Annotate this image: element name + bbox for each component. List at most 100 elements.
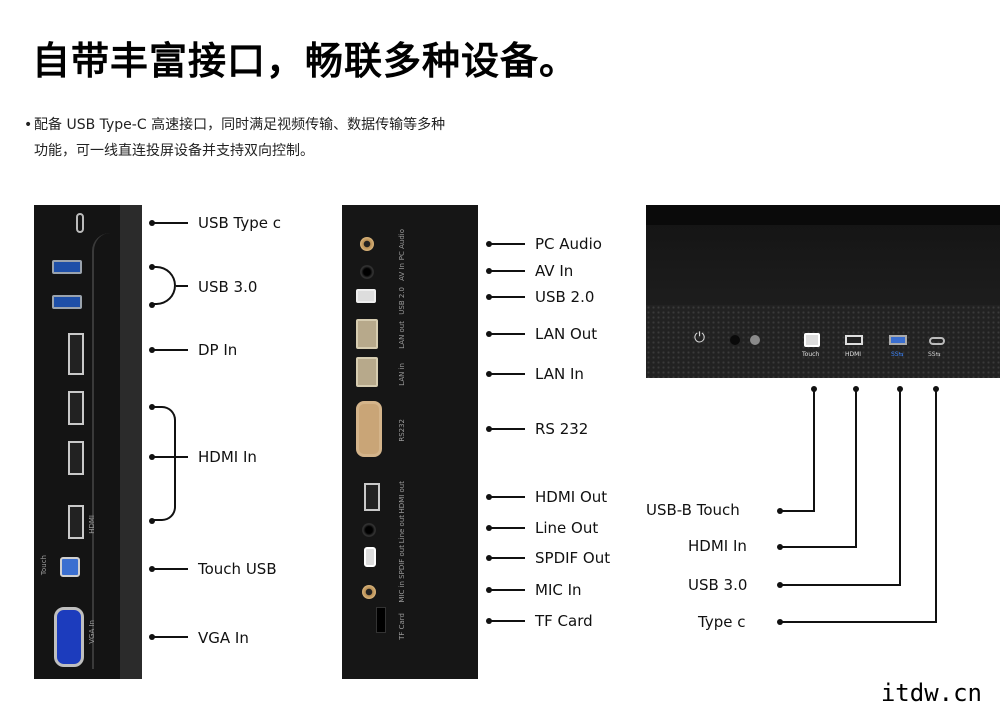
callout-line-out: Line Out bbox=[535, 519, 599, 537]
hdmi-port-3 bbox=[68, 505, 84, 539]
callout-hdmi-in: HDMI In bbox=[198, 448, 257, 466]
callout-rs-232: RS 232 bbox=[535, 420, 589, 438]
power-icon: ⏻ bbox=[694, 330, 706, 346]
callout-line bbox=[152, 222, 188, 224]
callout-spdif-out: SPDIF Out bbox=[535, 549, 611, 567]
panel-label-usb-2-0: USB 2.0 bbox=[398, 287, 406, 315]
panel-top-band bbox=[646, 205, 1000, 225]
callout-usb-type-c: USB Type c bbox=[198, 214, 282, 232]
usb-type-c-port bbox=[929, 337, 945, 345]
hdmi-port-1 bbox=[68, 391, 84, 425]
panel-label-vga: VGA In bbox=[88, 620, 96, 644]
bullet-dot-icon: • bbox=[24, 117, 33, 133]
left-io-panel: HDMI Touch VGA In bbox=[34, 205, 142, 679]
panel-label-hdmi-out: HDMI out bbox=[398, 481, 406, 514]
pc-audio-port bbox=[360, 237, 374, 251]
callout-line bbox=[780, 621, 937, 623]
vga-port bbox=[54, 607, 84, 667]
callout-hdmi-in-front: HDMI In bbox=[688, 537, 747, 555]
callout-line bbox=[899, 389, 901, 585]
callout-type-c-front: Type c bbox=[698, 613, 746, 631]
callout-usb-2-0: USB 2.0 bbox=[535, 288, 595, 306]
callout-line bbox=[489, 557, 525, 559]
superspeed-usb-icon: SS⇆ bbox=[891, 351, 904, 358]
tf-card-slot bbox=[376, 607, 386, 633]
mic-in-port bbox=[362, 585, 376, 599]
callout-tf-card: TF Card bbox=[535, 612, 593, 630]
callout-line bbox=[489, 373, 525, 375]
panel-bracket-edge bbox=[92, 233, 132, 669]
panel-label-lan-out: LAN out bbox=[398, 321, 406, 349]
port-label-hdmi: HDMI bbox=[845, 351, 862, 358]
callout-bracket bbox=[152, 266, 176, 305]
page-headline: 自带丰富接口，畅联多种设备。 bbox=[32, 39, 579, 83]
callout-line bbox=[489, 428, 525, 430]
callout-line bbox=[780, 546, 857, 548]
front-io-panel: ⏻ Touch HDMI SS⇆ SS⇆ bbox=[646, 205, 1000, 378]
callout-line bbox=[489, 296, 525, 298]
callout-hdmi-out: HDMI Out bbox=[535, 488, 608, 506]
panel-label-mic-in: MIC in bbox=[398, 581, 406, 603]
callout-lan-in: LAN In bbox=[535, 365, 584, 383]
callout-line bbox=[489, 527, 525, 529]
ir-sensor bbox=[730, 335, 740, 345]
callout-vga-in: VGA In bbox=[198, 629, 249, 647]
panel-label-rs232: RS232 bbox=[398, 419, 406, 442]
usb3-port bbox=[889, 335, 907, 345]
av-in-port bbox=[360, 265, 374, 279]
callout-line bbox=[489, 620, 525, 622]
usb3-port-1 bbox=[52, 260, 82, 274]
hdmi-in-port bbox=[845, 335, 863, 345]
callout-lan-out: LAN Out bbox=[535, 325, 598, 343]
description-line-1: 配备 USB Type-C 高速接口，同时满足视频传输、数据传输等多种 bbox=[34, 117, 446, 133]
panel-label-line-out: Line out bbox=[398, 515, 406, 544]
panel-label-spdif-out: SPDIF out bbox=[398, 545, 406, 579]
hdmi-out-port bbox=[364, 483, 380, 511]
light-sensor bbox=[750, 335, 760, 345]
callout-usb-3-0-front: USB 3.0 bbox=[688, 576, 748, 594]
panel-mid-band bbox=[646, 225, 1000, 305]
callout-line bbox=[489, 243, 525, 245]
callout-line bbox=[176, 285, 188, 287]
dp-port bbox=[68, 333, 84, 375]
callout-pc-audio: PC Audio bbox=[535, 235, 602, 253]
panel-label-hdmi: HDMI bbox=[88, 515, 96, 534]
usb3-port-2 bbox=[52, 295, 82, 309]
usb-b-touch-port bbox=[804, 333, 820, 347]
callout-usb-3-0: USB 3.0 bbox=[198, 278, 258, 296]
callout-usb-b-touch: USB-B Touch bbox=[646, 501, 740, 519]
callout-line bbox=[780, 584, 901, 586]
callout-line bbox=[489, 333, 525, 335]
port-label-touch: Touch bbox=[802, 351, 820, 358]
callout-line bbox=[855, 389, 857, 547]
callout-dot bbox=[149, 518, 155, 524]
callout-line bbox=[813, 389, 815, 511]
callout-touch-usb: Touch USB bbox=[198, 560, 277, 578]
callout-mic-in: MIC In bbox=[535, 581, 582, 599]
description-line-2: 功能，可一线直连投屏设备并支持双向控制。 bbox=[34, 143, 314, 159]
hdmi-port-2 bbox=[68, 441, 84, 475]
callout-line bbox=[489, 270, 525, 272]
callout-dot bbox=[777, 582, 783, 588]
panel-bracket bbox=[120, 205, 142, 679]
lan-out-port bbox=[356, 319, 378, 349]
callout-dot bbox=[149, 302, 155, 308]
usb-type-c-port bbox=[76, 213, 84, 233]
callout-line bbox=[780, 510, 815, 512]
watermark: itdw.cn bbox=[880, 679, 982, 707]
callout-line bbox=[489, 496, 525, 498]
callout-line bbox=[935, 389, 937, 622]
callout-bracket bbox=[152, 406, 176, 521]
line-out-port bbox=[362, 523, 376, 537]
callout-dot bbox=[777, 508, 783, 514]
panel-label-tf-card: TF Card bbox=[398, 613, 406, 640]
superspeed-usb-icon: SS⇆ bbox=[928, 351, 941, 358]
callout-line bbox=[152, 456, 188, 458]
callout-line bbox=[152, 349, 188, 351]
feature-description: •配备 USB Type-C 高速接口，同时满足视频传输、数据传输等多种 功能，… bbox=[24, 112, 445, 164]
panel-label-pc-audio: PC Audio bbox=[398, 229, 406, 261]
panel-label-lan-in: LAN in bbox=[398, 363, 406, 386]
callout-line bbox=[489, 589, 525, 591]
panel-label-touch: Touch bbox=[40, 555, 48, 576]
panel-label-av-in: AV In bbox=[398, 263, 406, 281]
